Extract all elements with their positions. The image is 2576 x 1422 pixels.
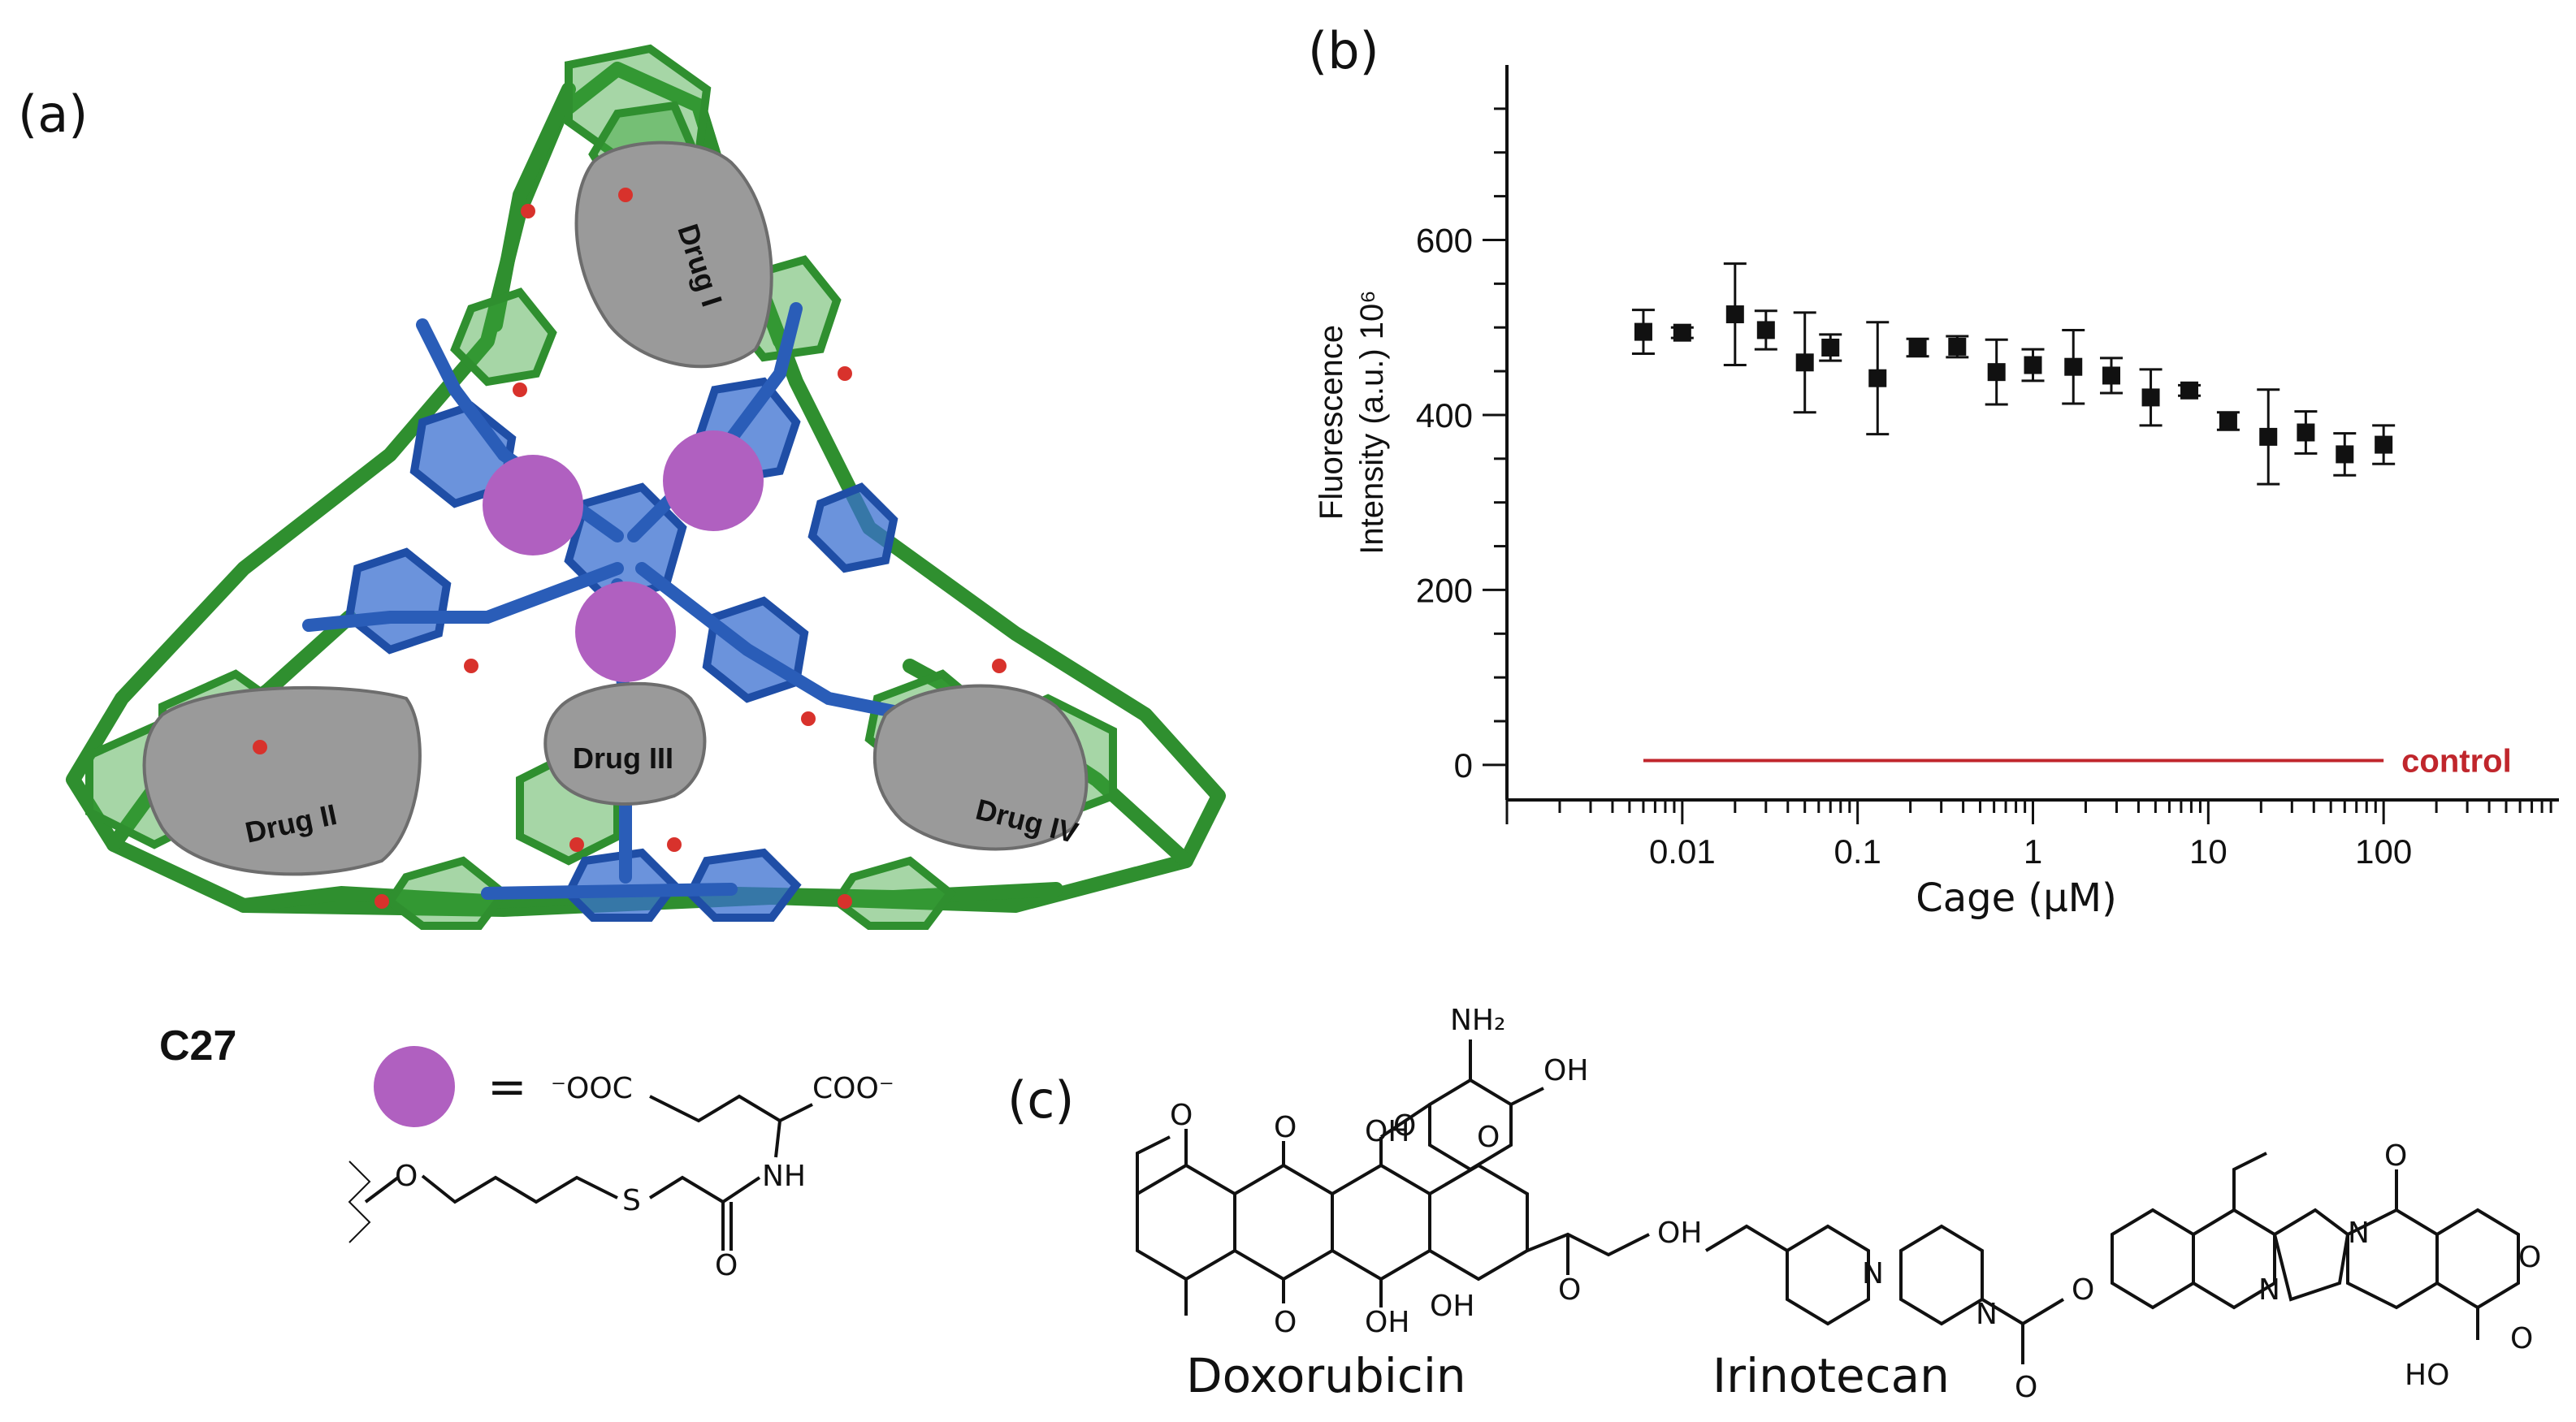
iri-o-1: O [2015,1371,2037,1404]
y-tick-label: 0 [1454,746,1473,784]
dox-oh-2: OH [1365,1306,1409,1339]
data-point [2259,427,2278,446]
c27-structure: = ⁻OOC COO⁻ NH S O O [348,1046,894,1282]
iri-o-2: O [2072,1273,2094,1307]
c27-carboxylate-left: ⁻OOC [551,1072,633,1105]
x-tick-label: 1 [2024,832,2042,871]
c27-carboxylate-right: COO⁻ [812,1072,894,1105]
irinotecan-name: Irinotecan [1712,1348,1950,1403]
dox-o-link: O [1393,1109,1416,1143]
y-axis-label-line1: Fluorescence [1314,325,1349,520]
data-point [2180,381,2199,400]
dox-oh-1: OH [1365,1115,1409,1148]
data-point [2102,366,2121,385]
sphere-3 [575,581,676,682]
data-point [2024,356,2042,374]
iri-n-1: N [1862,1257,1884,1290]
x-axis-label: Cage (μM) [1916,875,2117,921]
data-point [1634,322,1652,341]
data-point [2219,412,2237,430]
data-point [1673,323,1691,342]
irinotecan-structure [1704,1152,2520,1364]
dox-o-ketone: O [1558,1273,1581,1307]
oxygen-atoms [253,188,1007,909]
data-point [2297,423,2315,442]
iri-o-4: O [2518,1241,2541,1274]
glutamate-spheres [483,430,764,682]
data-point [1725,305,1744,324]
iri-n-2: N [1976,1298,1998,1331]
iri-n-3: N [2258,1273,2280,1307]
c27-equals: = [487,1059,527,1114]
iri-o-3: O [2384,1139,2407,1173]
data-point [2375,435,2393,454]
x-tick-label: 10 [2189,832,2227,871]
panel-label-c: (c) [1007,1070,1075,1130]
dox-oh-3: OH [1430,1290,1474,1323]
data-point [1987,363,2006,382]
x-tick-label: 0.01 [1649,832,1716,871]
data-point [1948,337,1967,356]
data-point [2064,357,2083,376]
drug-label-3: Drug III [573,741,673,775]
panel-label-b: (b) [1308,21,1379,80]
data-point [1821,338,1840,357]
data-point [1908,338,1927,357]
data-point [1756,321,1775,339]
sphere-1 [483,455,583,555]
cage-structure-illustration: Drug I Drug II Drug III Drug IV [66,44,1226,930]
c27-bonds [348,1094,813,1251]
doxorubicin-name: Doxorubicin [1186,1348,1466,1403]
data-point [1868,369,1887,387]
control-label: control [2401,744,2512,780]
dox-oh-4: OH [1657,1217,1702,1250]
y-tick-label: 400 [1416,396,1473,434]
c27-title: C27 [159,1022,237,1070]
sphere-2 [663,430,764,531]
iri-ho: HO [2405,1359,2449,1392]
iri-n-4: N [2348,1217,2370,1250]
iri-o-5: O [2510,1322,2533,1355]
dox-o-quinone-1: O [1274,1111,1297,1144]
x-tick-label: 0.1 [1834,832,1881,871]
y-tick-label: 600 [1416,221,1473,259]
data-point [1795,353,1814,372]
dox-o-methoxy: O [1170,1099,1193,1132]
y-axis-label-line2: Intensity (a.u.) 10⁶ [1354,290,1390,555]
data-point [2336,445,2354,464]
x-tick-label: 100 [2355,832,2412,871]
y-tick-label: 200 [1416,571,1473,609]
c27-o-carbonyl: O [715,1249,738,1282]
data-point [2141,388,2160,407]
panel-label-a: (a) [18,84,89,144]
dox-nh2: NH₂ [1450,1004,1505,1037]
c27-s: S [622,1184,641,1217]
dox-oh-sugar: OH [1543,1054,1588,1087]
dox-o-sugar: O [1477,1121,1500,1154]
c27-o-ether: O [395,1160,418,1193]
doxorubicin-structure [1136,1039,1650,1316]
c27-sphere-legend [374,1046,455,1127]
dox-o-quinone-2: O [1274,1306,1297,1339]
c27-nh: NH [762,1160,806,1193]
